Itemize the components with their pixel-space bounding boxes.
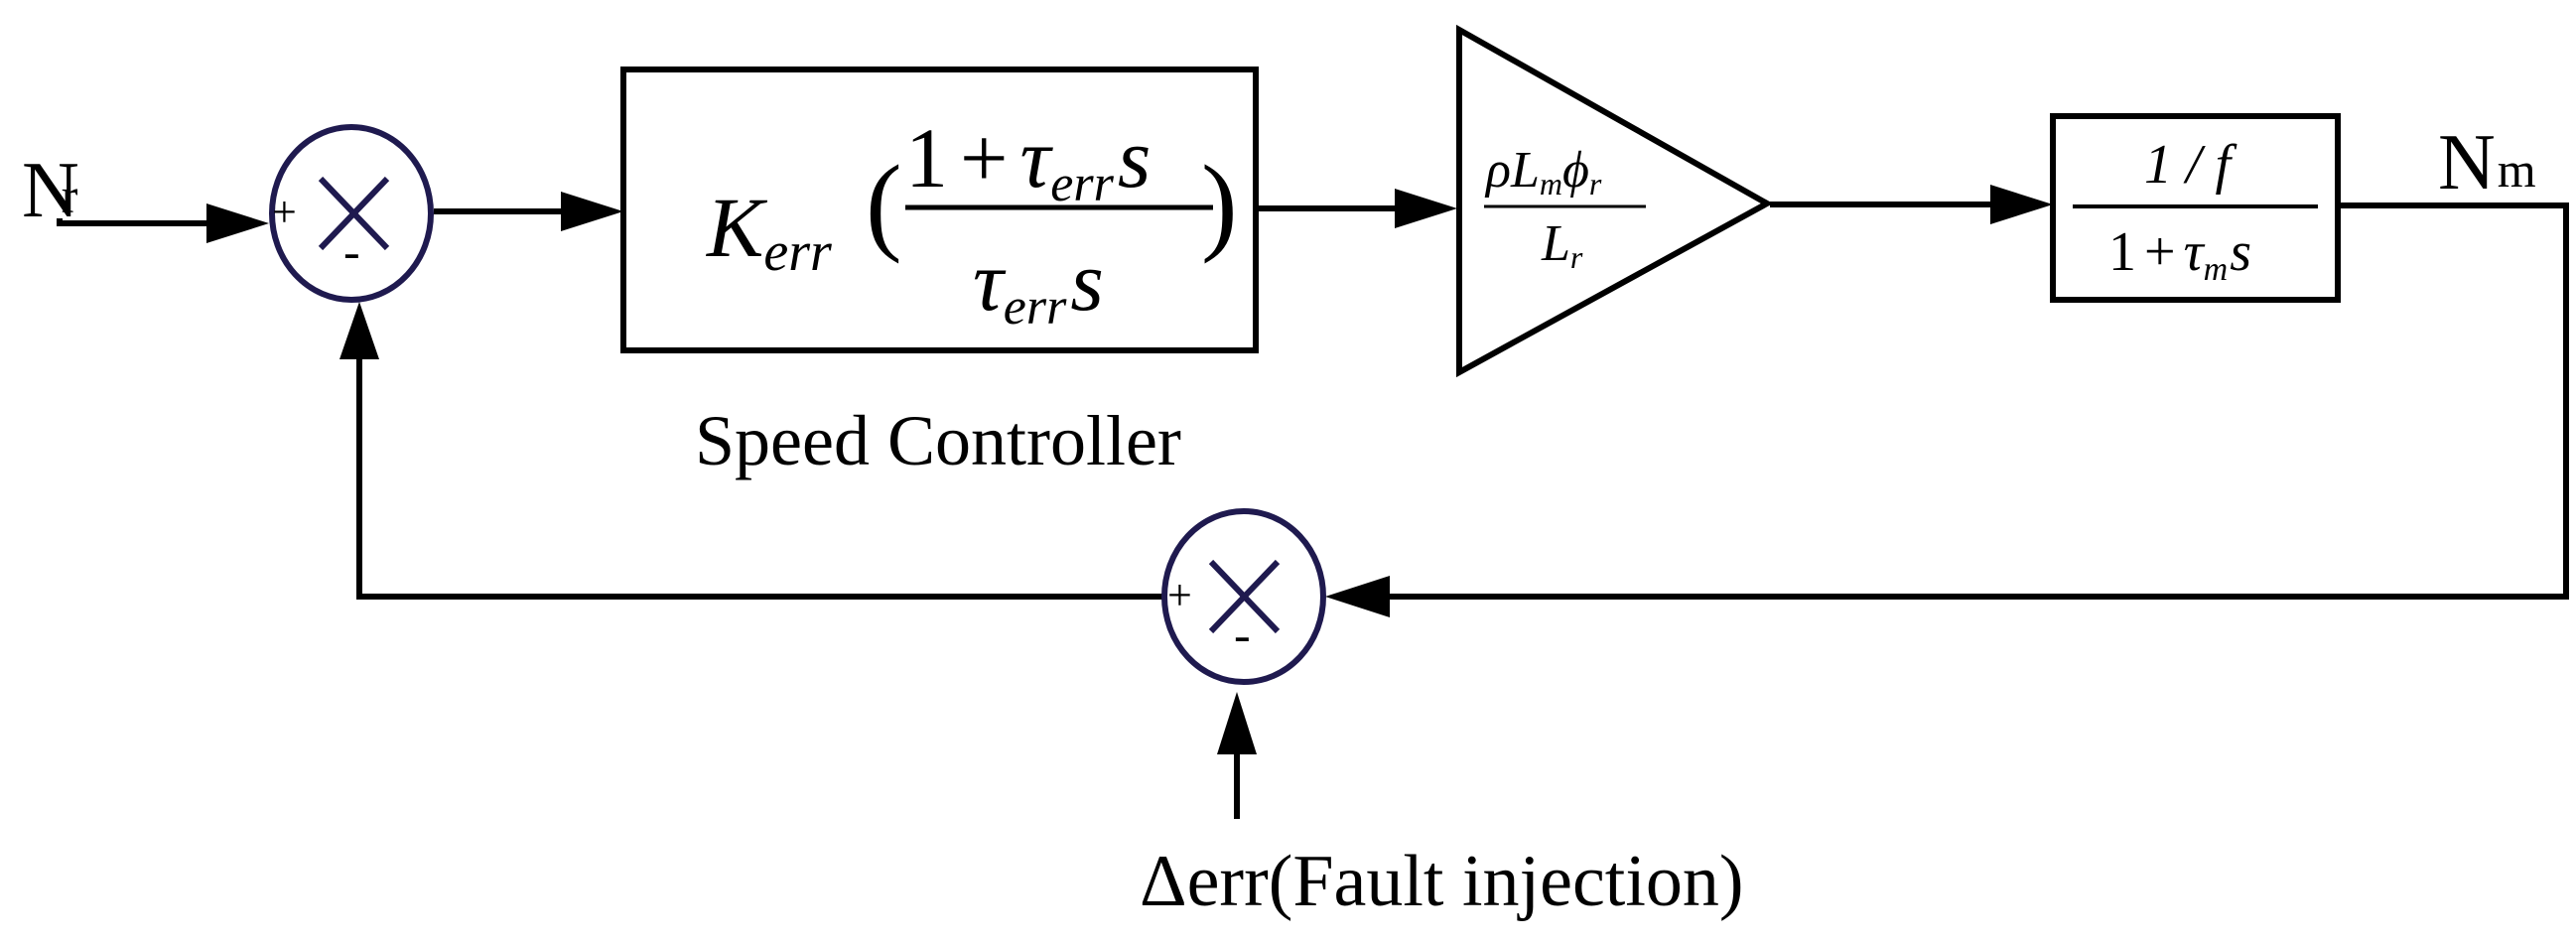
- sum2-plus-sign: +: [1167, 571, 1192, 619]
- summing-junction-1: + -: [269, 124, 434, 303]
- sum1-minus-sign: -: [343, 223, 360, 279]
- controller-close-paren: ): [1201, 143, 1238, 264]
- feedback-wire: [356, 359, 1163, 600]
- arrow-feedback-up: [339, 302, 379, 359]
- input-wire: [57, 218, 218, 226]
- fault-injection-label: Δerr(Fault injection): [1140, 841, 1744, 922]
- gain-triangle-block: [1456, 24, 1774, 378]
- arrow-into-gain: [1395, 189, 1457, 228]
- reference-speed-label: Nr: [22, 147, 79, 234]
- output-wire: [1390, 202, 2569, 600]
- controller-denominator: τerrs: [973, 233, 1104, 336]
- controller-gain: Kerr: [705, 180, 832, 283]
- arrow-fault-up: [1217, 692, 1257, 754]
- sum1-plus-sign: +: [272, 188, 297, 236]
- speed-controller-caption: Speed Controller: [695, 401, 1181, 480]
- measured-speed-label: Nm: [2438, 119, 2536, 206]
- controller-numerator: 1+τerrs: [905, 110, 1151, 212]
- gain-denominator: Lr: [1541, 215, 1583, 275]
- sum2-minus-sign: -: [1234, 607, 1251, 662]
- arrow-into-plant: [1990, 185, 2053, 224]
- arrow-into-sum1: [206, 203, 269, 243]
- arrow-into-sum2: [1325, 576, 1390, 617]
- summing-junction-2: + -: [1161, 508, 1326, 685]
- plant-denominator: 1+τms: [2108, 221, 2251, 288]
- plant-numerator: 1 / f: [2144, 134, 2238, 196]
- arrow-into-controller: [561, 192, 623, 231]
- controller-open-paren: (: [866, 143, 902, 264]
- gain-numerator: ρLmϕr: [1484, 142, 1602, 202]
